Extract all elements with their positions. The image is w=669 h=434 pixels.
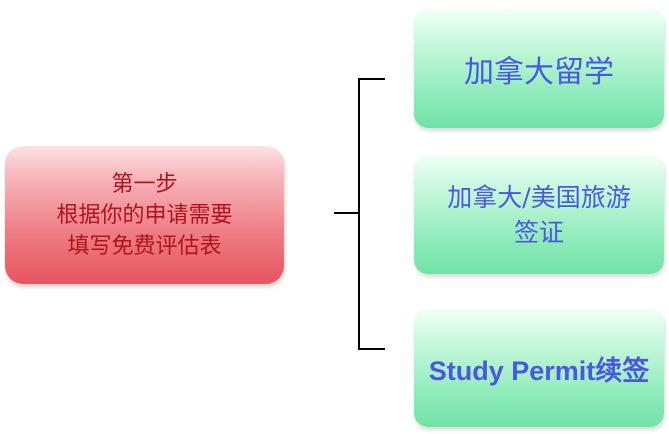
connector-branch-1 [358,78,385,80]
option-label: 加拿大留学 [464,54,614,90]
connector-stem [334,212,360,214]
step-title: 第一步 [111,171,178,197]
connector-branch-3 [358,348,385,350]
option-label-line-2: 签证 [513,217,564,247]
step-one-box: 第一步 根据你的申请需要 填写免费评估表 [5,146,284,284]
option-study-permit-renewal: Study Permit续签 [414,309,664,427]
option-canada-study: 加拿大留学 [414,9,664,128]
option-visitor-visa: 加拿大/美国旅游 签证 [414,155,664,274]
option-label: 加拿大/美国旅游 [447,182,631,212]
connector-spine [358,78,360,350]
step-line-2: 填写免费评估表 [67,233,222,259]
option-label: Study Permit续签 [428,355,650,386]
step-line-1: 根据你的申请需要 [56,202,233,228]
